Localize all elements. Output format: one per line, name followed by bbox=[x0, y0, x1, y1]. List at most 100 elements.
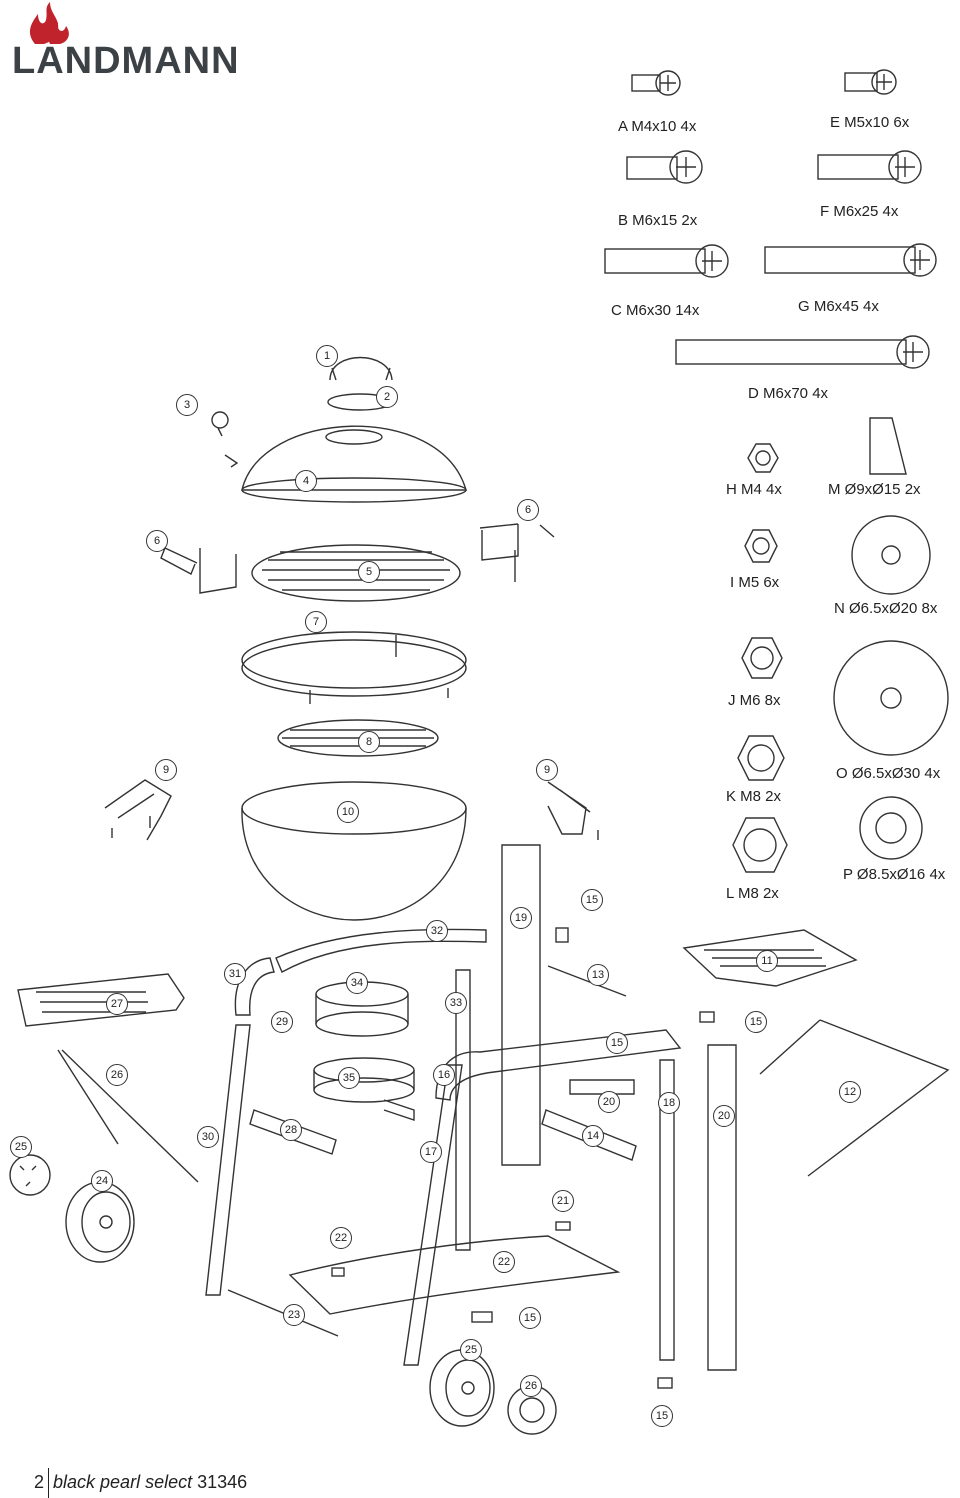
nut-l-icon bbox=[732, 817, 788, 873]
washer-p-icon bbox=[859, 796, 923, 860]
bar-14 bbox=[541, 1109, 637, 1161]
hardware-label-k: K M8 2x bbox=[726, 788, 782, 805]
part-callout: 15 bbox=[606, 1032, 628, 1054]
model-number: 31346 bbox=[197, 1471, 248, 1492]
side-handle-left bbox=[160, 547, 237, 594]
part-callout: 24 bbox=[91, 1170, 113, 1192]
part-callout: 19 bbox=[510, 907, 532, 929]
part-callout: 6 bbox=[146, 530, 168, 552]
bar-16-17 bbox=[435, 1029, 682, 1101]
bar-29 bbox=[249, 1109, 337, 1155]
hardware-label-l: L M8 2x bbox=[726, 885, 779, 902]
hardware-label-e: E M5x10 6x bbox=[830, 114, 910, 131]
part-callout: 18 bbox=[658, 1092, 680, 1114]
part-callout: 9 bbox=[536, 759, 558, 781]
leg-34 bbox=[455, 969, 471, 1251]
part-callout: 15 bbox=[519, 1307, 541, 1329]
part-callout: 28 bbox=[280, 1119, 302, 1141]
flame-logo-icon bbox=[29, 2, 69, 44]
part-callout: 7 bbox=[305, 611, 327, 633]
nut-h-icon bbox=[747, 443, 779, 473]
screw-g-icon bbox=[764, 243, 937, 277]
side-handle-right bbox=[479, 523, 555, 582]
part-callout: 8 bbox=[358, 731, 380, 753]
bar-32 bbox=[234, 957, 275, 1016]
bracket-9-right bbox=[547, 781, 599, 840]
hardware-label-g: G M6x45 4x bbox=[798, 298, 879, 315]
bowl-10 bbox=[241, 807, 467, 921]
hardware-label-j: J M6 8x bbox=[728, 692, 781, 709]
part-callout: 32 bbox=[426, 920, 448, 942]
part-callout: 27 bbox=[106, 993, 128, 1015]
part-callout: 4 bbox=[295, 470, 317, 492]
hook-21 bbox=[569, 1079, 635, 1095]
leg-20-left bbox=[501, 844, 541, 1166]
lid bbox=[241, 425, 467, 491]
leg-31 bbox=[205, 1024, 251, 1296]
hardware-label-d: D M6x70 4x bbox=[748, 385, 829, 402]
nut-i-icon bbox=[744, 529, 778, 563]
part-callout: 26 bbox=[520, 1375, 542, 1397]
part-callout: 22 bbox=[330, 1227, 352, 1249]
screw-b-icon bbox=[626, 150, 703, 184]
part-callout: 1 bbox=[316, 345, 338, 367]
nut-k-icon bbox=[737, 735, 785, 781]
part-callout: 33 bbox=[445, 992, 467, 1014]
grate-8 bbox=[277, 719, 439, 757]
bracket-9-left bbox=[104, 779, 172, 841]
leg-18 bbox=[403, 1064, 463, 1366]
part-callout: 17 bbox=[420, 1141, 442, 1163]
part-callout: 16 bbox=[433, 1064, 455, 1086]
hardware-label-o: O Ø6.5xØ30 4x bbox=[836, 765, 941, 782]
part-callout: 15 bbox=[651, 1405, 673, 1427]
part-callout: 5 bbox=[358, 561, 380, 583]
part-callout: 31 bbox=[224, 963, 246, 985]
hardware-label-i: I M5 6x bbox=[730, 574, 780, 591]
hardware-label-c: C M6x30 14x bbox=[611, 302, 700, 319]
hardware-label-p: P Ø8.5xØ16 4x bbox=[843, 866, 946, 883]
screw-e-icon bbox=[844, 69, 897, 95]
grate-5 bbox=[251, 544, 461, 602]
screw-a-icon bbox=[631, 70, 681, 96]
part-callout: 34 bbox=[346, 972, 368, 994]
part-callout: 9 bbox=[155, 759, 177, 781]
hardware-label-n: N Ø6.5xØ20 8x bbox=[834, 600, 938, 617]
part-callout: 3 bbox=[176, 394, 198, 416]
rod-13 bbox=[547, 965, 627, 997]
part-callout: 12 bbox=[839, 1081, 861, 1103]
part-callout: 15 bbox=[581, 889, 603, 911]
part-callout: 6 bbox=[517, 499, 539, 521]
part-callout: 10 bbox=[337, 801, 359, 823]
part-callout: 20 bbox=[598, 1091, 620, 1113]
part-callout: 25 bbox=[460, 1339, 482, 1361]
part-callout: 35 bbox=[338, 1067, 360, 1089]
part-callout: 23 bbox=[283, 1304, 305, 1326]
leg-20-right bbox=[707, 1044, 737, 1371]
part-callout: 11 bbox=[756, 950, 778, 972]
product-name: black pearl select bbox=[53, 1471, 193, 1492]
ring-7 bbox=[241, 631, 467, 689]
footer-divider bbox=[48, 1468, 50, 1498]
screw-c-icon bbox=[604, 244, 729, 278]
part-callout: 30 bbox=[197, 1126, 219, 1148]
page-footer: 2 black pearl select 31346 bbox=[34, 1468, 247, 1498]
bar-33 bbox=[275, 928, 487, 973]
screw-f-icon bbox=[817, 150, 922, 184]
wire-27 bbox=[57, 1049, 199, 1183]
part-callout: 22 bbox=[493, 1251, 515, 1273]
part-callout: 2 bbox=[376, 386, 398, 408]
leg-19 bbox=[659, 1059, 675, 1361]
page-number: 2 bbox=[34, 1471, 45, 1492]
logo-text: LANDMANN bbox=[12, 40, 240, 82]
hardware-label-m: M Ø9xØ15 2x bbox=[828, 481, 921, 498]
lid-handle bbox=[329, 356, 393, 381]
washer-n-icon bbox=[851, 515, 931, 595]
hardware-label-a: A M4x10 4x bbox=[618, 118, 697, 135]
nut-j-icon bbox=[741, 637, 783, 679]
part-callout: 15 bbox=[745, 1011, 767, 1033]
part-callout: 25 bbox=[10, 1136, 32, 1158]
wheel-25-left bbox=[65, 1181, 135, 1263]
side-table-28 bbox=[17, 973, 185, 1027]
cap-26-left bbox=[9, 1154, 51, 1196]
part-callout: 14 bbox=[582, 1125, 604, 1147]
